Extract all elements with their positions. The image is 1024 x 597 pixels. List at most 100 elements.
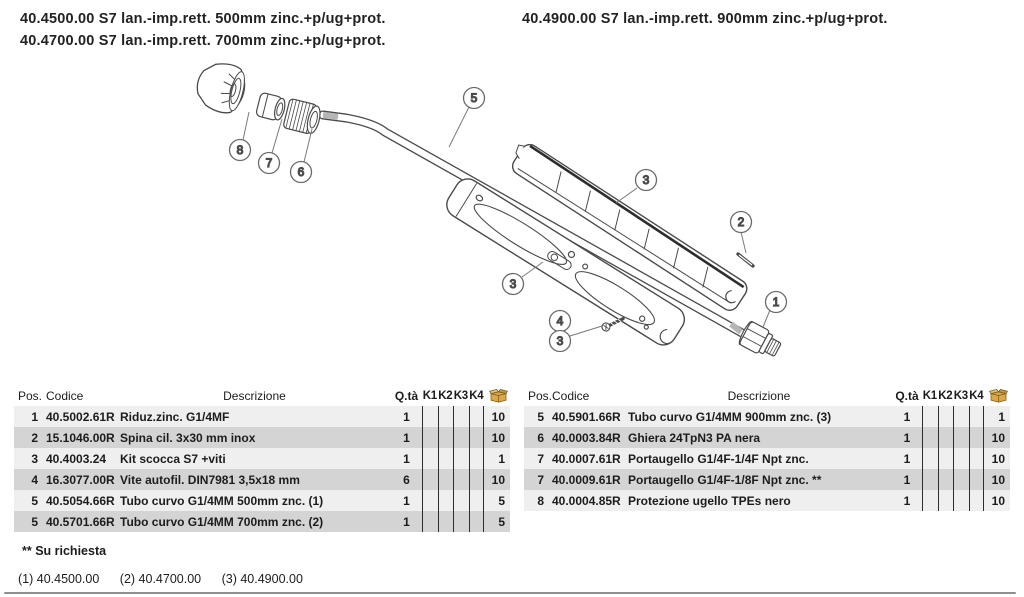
table-row: 5 40.5701.66R Tubo curvo G1/4MM 700mm zn…: [14, 511, 510, 532]
header-codice: Codice: [552, 388, 590, 403]
header-k3: K3: [953, 389, 968, 402]
footnote-on-request: ** Su richiesta: [22, 544, 107, 558]
svg-text:3: 3: [510, 277, 517, 291]
leader-lines: [242, 106, 771, 337]
k3-cell: [953, 448, 969, 469]
lance-tube-part: [318, 110, 747, 338]
balloon-6: 6: [289, 160, 313, 184]
k2-cell: [437, 448, 454, 469]
k3-cell: [953, 427, 969, 448]
header-k3: K3: [453, 389, 468, 402]
k1-cell: [422, 469, 438, 490]
balloon-1: 1: [764, 290, 788, 314]
k4-cell: [468, 427, 484, 448]
header-pack: [984, 388, 1010, 403]
header-descrizione: Descrizione: [223, 388, 286, 403]
k1-cell: [422, 406, 438, 427]
balloon-2: 2: [729, 210, 753, 234]
k1-cell: [922, 469, 938, 490]
header-k2: K2: [438, 389, 453, 402]
balloon-3-screw: 3: [548, 329, 572, 353]
balloon-4: 4: [548, 309, 572, 333]
page-title: 40.4500.00 S7 lan.-imp.rett. 500mm zinc.…: [20, 11, 386, 27]
header-k1: K1: [922, 389, 937, 402]
k1-cell: [922, 448, 938, 469]
pin-part: [736, 252, 755, 268]
product-title-right: 40.4900.00 S7 lan.-imp.rett. 900mm zinc.…: [522, 8, 888, 30]
nozzle-holder-part: [255, 92, 286, 121]
k3-cell: [953, 469, 969, 490]
header-k4: K4: [469, 389, 484, 402]
nozzle-protector-part: [196, 63, 246, 114]
k4-cell: [968, 448, 984, 469]
header-descrizione: Descrizione: [727, 388, 791, 403]
balloon-3-lower: 3: [501, 272, 525, 296]
balloon-8: 8: [228, 138, 252, 162]
table-row: 7 40.0007.61R Portaugello G1/4F-1/4F Npt…: [524, 448, 1010, 469]
k4-cell: [968, 406, 984, 427]
k1-cell: [422, 448, 438, 469]
screw-part: [601, 317, 625, 332]
svg-text:2: 2: [738, 215, 745, 229]
k3-cell: [953, 490, 969, 511]
table-row: 4 16.3077.00R Vite autofil. DIN7981 3,5x…: [14, 469, 510, 490]
header-pos: Pos.: [528, 388, 553, 403]
header-qta: Q.tà: [895, 388, 919, 403]
k2-cell: [437, 427, 454, 448]
k2-cell: [437, 511, 454, 532]
page-title: 40.4700.00 S7 lan.-imp.rett. 700mm zinc.…: [20, 33, 386, 49]
k1-cell: [422, 490, 438, 511]
variant-1: (1) 40.4500.00: [18, 572, 100, 586]
header-pack: [484, 388, 510, 403]
k1-cell: [422, 511, 438, 532]
k4-cell: [468, 469, 484, 490]
k3-cell: [453, 406, 469, 427]
box-icon: [489, 388, 508, 403]
k4-cell: [968, 469, 984, 490]
k1-cell: [922, 490, 938, 511]
table-row: 7 40.0009.61R Portaugello G1/4F-1/8F Npt…: [524, 469, 1010, 490]
balloon-3-upper: 3: [634, 168, 658, 192]
page-bottom-rule: [4, 592, 1016, 594]
k2-cell: [937, 448, 954, 469]
header-codice: Codice: [46, 388, 84, 403]
k4-cell: [968, 490, 984, 511]
k2-cell: [937, 427, 954, 448]
k4-cell: [468, 406, 484, 427]
k3-cell: [453, 490, 469, 511]
shell-lower-half-part: [446, 178, 686, 346]
table-row: 8 40.0004.85R Protezione ugello TPEs ner…: [524, 490, 1010, 511]
k3-cell: [453, 427, 469, 448]
header-k4: K4: [969, 389, 984, 402]
ring-nut-part: [283, 98, 321, 134]
header-k2: K2: [938, 389, 953, 402]
header-qta: Q.tà: [394, 388, 419, 403]
variant-2: (2) 40.4700.00: [119, 572, 202, 586]
table-row: 6 40.0003.84R Ghiera 24TpN3 PA nera 1 10: [524, 427, 1010, 448]
svg-text:6: 6: [298, 165, 305, 179]
header-pos: Pos.: [18, 388, 43, 403]
table-row: 5 40.5054.66R Tubo curvo G1/4MM 500mm zn…: [14, 490, 510, 511]
variant-3: (3) 40.4900.00: [221, 572, 303, 586]
exploded-diagram: 8 7 6 5 3 2 3 4 3 1: [196, 63, 788, 357]
k2-cell: [937, 406, 954, 427]
k1-cell: [922, 427, 938, 448]
table-row: 5 40.5901.66R Tubo curvo G1/4MM 900mm zn…: [524, 406, 1010, 427]
table-row: 3 40.4003.24 Kit scocca S7 +viti 1 1: [14, 448, 510, 469]
k4-cell: [468, 448, 484, 469]
header-k1: K1: [422, 389, 437, 402]
table-header-row: Pos. Codice Descrizione Q.tà K1 K2 K3 K4: [524, 385, 1010, 406]
k4-cell: [468, 511, 484, 532]
svg-text:8: 8: [237, 143, 244, 157]
parts-table-right: Pos. Codice Descrizione Q.tà K1 K2 K3 K4: [524, 385, 1010, 511]
parts-table-left: Pos. Codice Descrizione Q.tà K1 K2 K3 K4: [14, 385, 510, 532]
box-icon: [989, 388, 1008, 403]
svg-text:4: 4: [557, 314, 564, 328]
balloon-7: 7: [257, 151, 281, 175]
product-titles-left: 40.4500.00 S7 lan.-imp.rett. 500mm zinc.…: [20, 8, 386, 52]
table-row: 1 40.5002.61R Riduz.zinc. G1/4MF 1 10: [14, 406, 510, 427]
svg-text:3: 3: [557, 334, 564, 348]
page-title: 40.4900.00 S7 lan.-imp.rett. 900mm zinc.…: [522, 11, 888, 27]
k4-cell: [468, 490, 484, 511]
